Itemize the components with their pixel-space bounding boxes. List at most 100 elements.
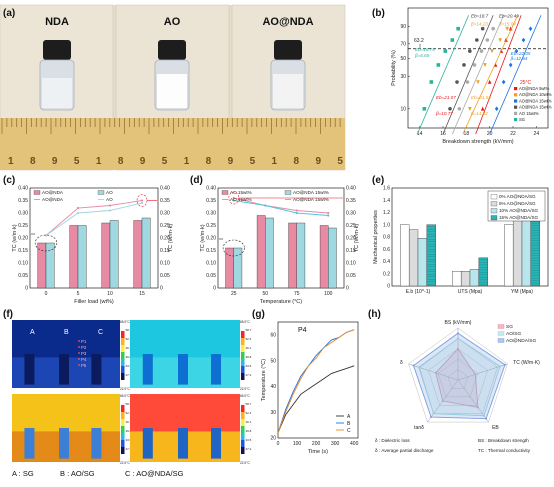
point xyxy=(505,26,509,31)
legend-label: 15% AO@NDA/SG xyxy=(499,215,539,220)
scale-swatch xyxy=(241,405,245,412)
y-tick-label: 70 xyxy=(400,41,406,47)
y-tick-label: 0.20 xyxy=(18,236,28,242)
bar xyxy=(109,220,119,289)
x-tick-label: 22 xyxy=(510,131,516,137)
scale-tick: 33.5 xyxy=(246,364,252,368)
bar xyxy=(256,215,266,289)
scale-bottom: 22.0°C xyxy=(240,461,250,465)
y-tick-label: 0.40 xyxy=(18,186,28,192)
scale-swatch xyxy=(241,426,245,433)
y-tick-label: 0.05 xyxy=(206,273,216,279)
y2-tick-label: 0.10 xyxy=(160,261,170,267)
y2-axis-label: TC (W/m·k) xyxy=(168,224,174,253)
point xyxy=(490,49,494,54)
legend-label: 5% AO@NDA/SG xyxy=(499,201,536,206)
x-tick-label: 100 xyxy=(324,291,333,297)
scale-bottom: 22.0°C xyxy=(240,387,250,391)
y2-tick-label: 0.10 xyxy=(346,261,356,267)
x-tick-label: E.b (10^-1) xyxy=(406,289,431,295)
y-tick-label: 10 xyxy=(400,106,406,112)
bar xyxy=(426,224,436,287)
point xyxy=(508,26,513,31)
photo-a: 1 8 9 5 1 8 9 5 1 8 9 5 1 8 9 5 NDA AO A… xyxy=(0,4,346,171)
y-tick-label: 50 xyxy=(400,56,406,62)
bar xyxy=(460,271,471,287)
legend-swatch xyxy=(497,338,505,343)
annotation: β=6.65 xyxy=(414,53,430,58)
line-point xyxy=(295,211,298,215)
point xyxy=(468,106,472,111)
radar-grid xyxy=(418,338,498,414)
bar xyxy=(512,213,523,287)
radar-point xyxy=(457,347,459,350)
scale-swatch xyxy=(121,331,125,338)
y-tick-label: 90 xyxy=(400,24,406,30)
y-tick-label: 30 xyxy=(270,410,276,416)
legend-swatch xyxy=(514,87,518,91)
legend-label: B xyxy=(347,421,351,427)
radar-series xyxy=(435,348,479,408)
sample-slot xyxy=(59,428,69,459)
radar-grid xyxy=(408,327,508,423)
radar-axis-label: tanδ xyxy=(414,425,424,431)
line-point xyxy=(327,211,330,215)
legend-swatch xyxy=(514,99,518,103)
bar xyxy=(319,225,329,289)
fit-line-3 xyxy=(442,15,494,135)
scale-swatch xyxy=(241,440,245,447)
line-point xyxy=(264,204,267,207)
point xyxy=(485,38,490,42)
scale-tick: 58.7 xyxy=(246,328,252,332)
scale-tick: 52.4 xyxy=(126,411,132,415)
scale-tick: 27.2 xyxy=(126,447,132,451)
y2-tick-label: 0.35 xyxy=(346,198,356,204)
bar xyxy=(296,222,306,289)
scale-tick: 39.8 xyxy=(126,429,132,433)
sample-slot xyxy=(24,354,35,385)
fit-line-2 xyxy=(489,15,542,135)
legend-swatch xyxy=(497,324,505,329)
y-axis-label: Temperature (°C) xyxy=(261,359,267,401)
chart-b-weibull: 1416182022241030507090Breakdown strength… xyxy=(391,7,552,145)
x-axis-label: Temperature (°C) xyxy=(260,299,302,305)
radar-point xyxy=(482,414,485,417)
bar xyxy=(141,217,151,289)
y-tick-label: 0 xyxy=(25,286,28,292)
point xyxy=(491,26,495,31)
radar-point xyxy=(503,363,506,366)
scale-swatch xyxy=(241,447,245,454)
highlight-ellipse xyxy=(222,239,245,257)
y2-tick-label: 0.40 xyxy=(160,186,170,192)
legend-swatch xyxy=(514,111,518,115)
panel-label-b: (b) xyxy=(372,8,385,19)
scale-swatch xyxy=(121,398,125,405)
point xyxy=(514,48,519,54)
x-tick-label: 15 xyxy=(139,291,145,297)
scale-bottom: 22.0°C xyxy=(120,461,130,465)
bar xyxy=(233,247,243,289)
scale-tick: 33.5 xyxy=(126,438,132,442)
sample-slot xyxy=(211,354,221,385)
scale-tick: 27.2 xyxy=(246,447,252,451)
y-tick-label: 0 xyxy=(387,284,390,290)
panel-label-h: (h) xyxy=(368,309,381,320)
point xyxy=(480,106,485,111)
radar-axis-label: δ xyxy=(400,360,403,366)
bar xyxy=(37,242,47,289)
y-tick-label: 1.0 xyxy=(383,222,390,228)
y-tick-label: 0.35 xyxy=(18,198,28,204)
scale-tick: 46.1 xyxy=(246,420,252,424)
legend-label: AO@NDA/SG xyxy=(506,338,536,344)
legend-label: AO 15wt% xyxy=(519,111,539,116)
line-series xyxy=(277,329,355,434)
scale-swatch xyxy=(121,426,125,433)
panel-label-c: (c) xyxy=(3,175,15,186)
radar-point xyxy=(441,400,444,403)
legend-label: A xyxy=(347,414,351,420)
y-tick-label: 30 xyxy=(400,74,406,80)
y-tick-label: 0.25 xyxy=(206,223,216,229)
x-axis-label: Breakdown strength (kV/mm) xyxy=(442,139,513,145)
